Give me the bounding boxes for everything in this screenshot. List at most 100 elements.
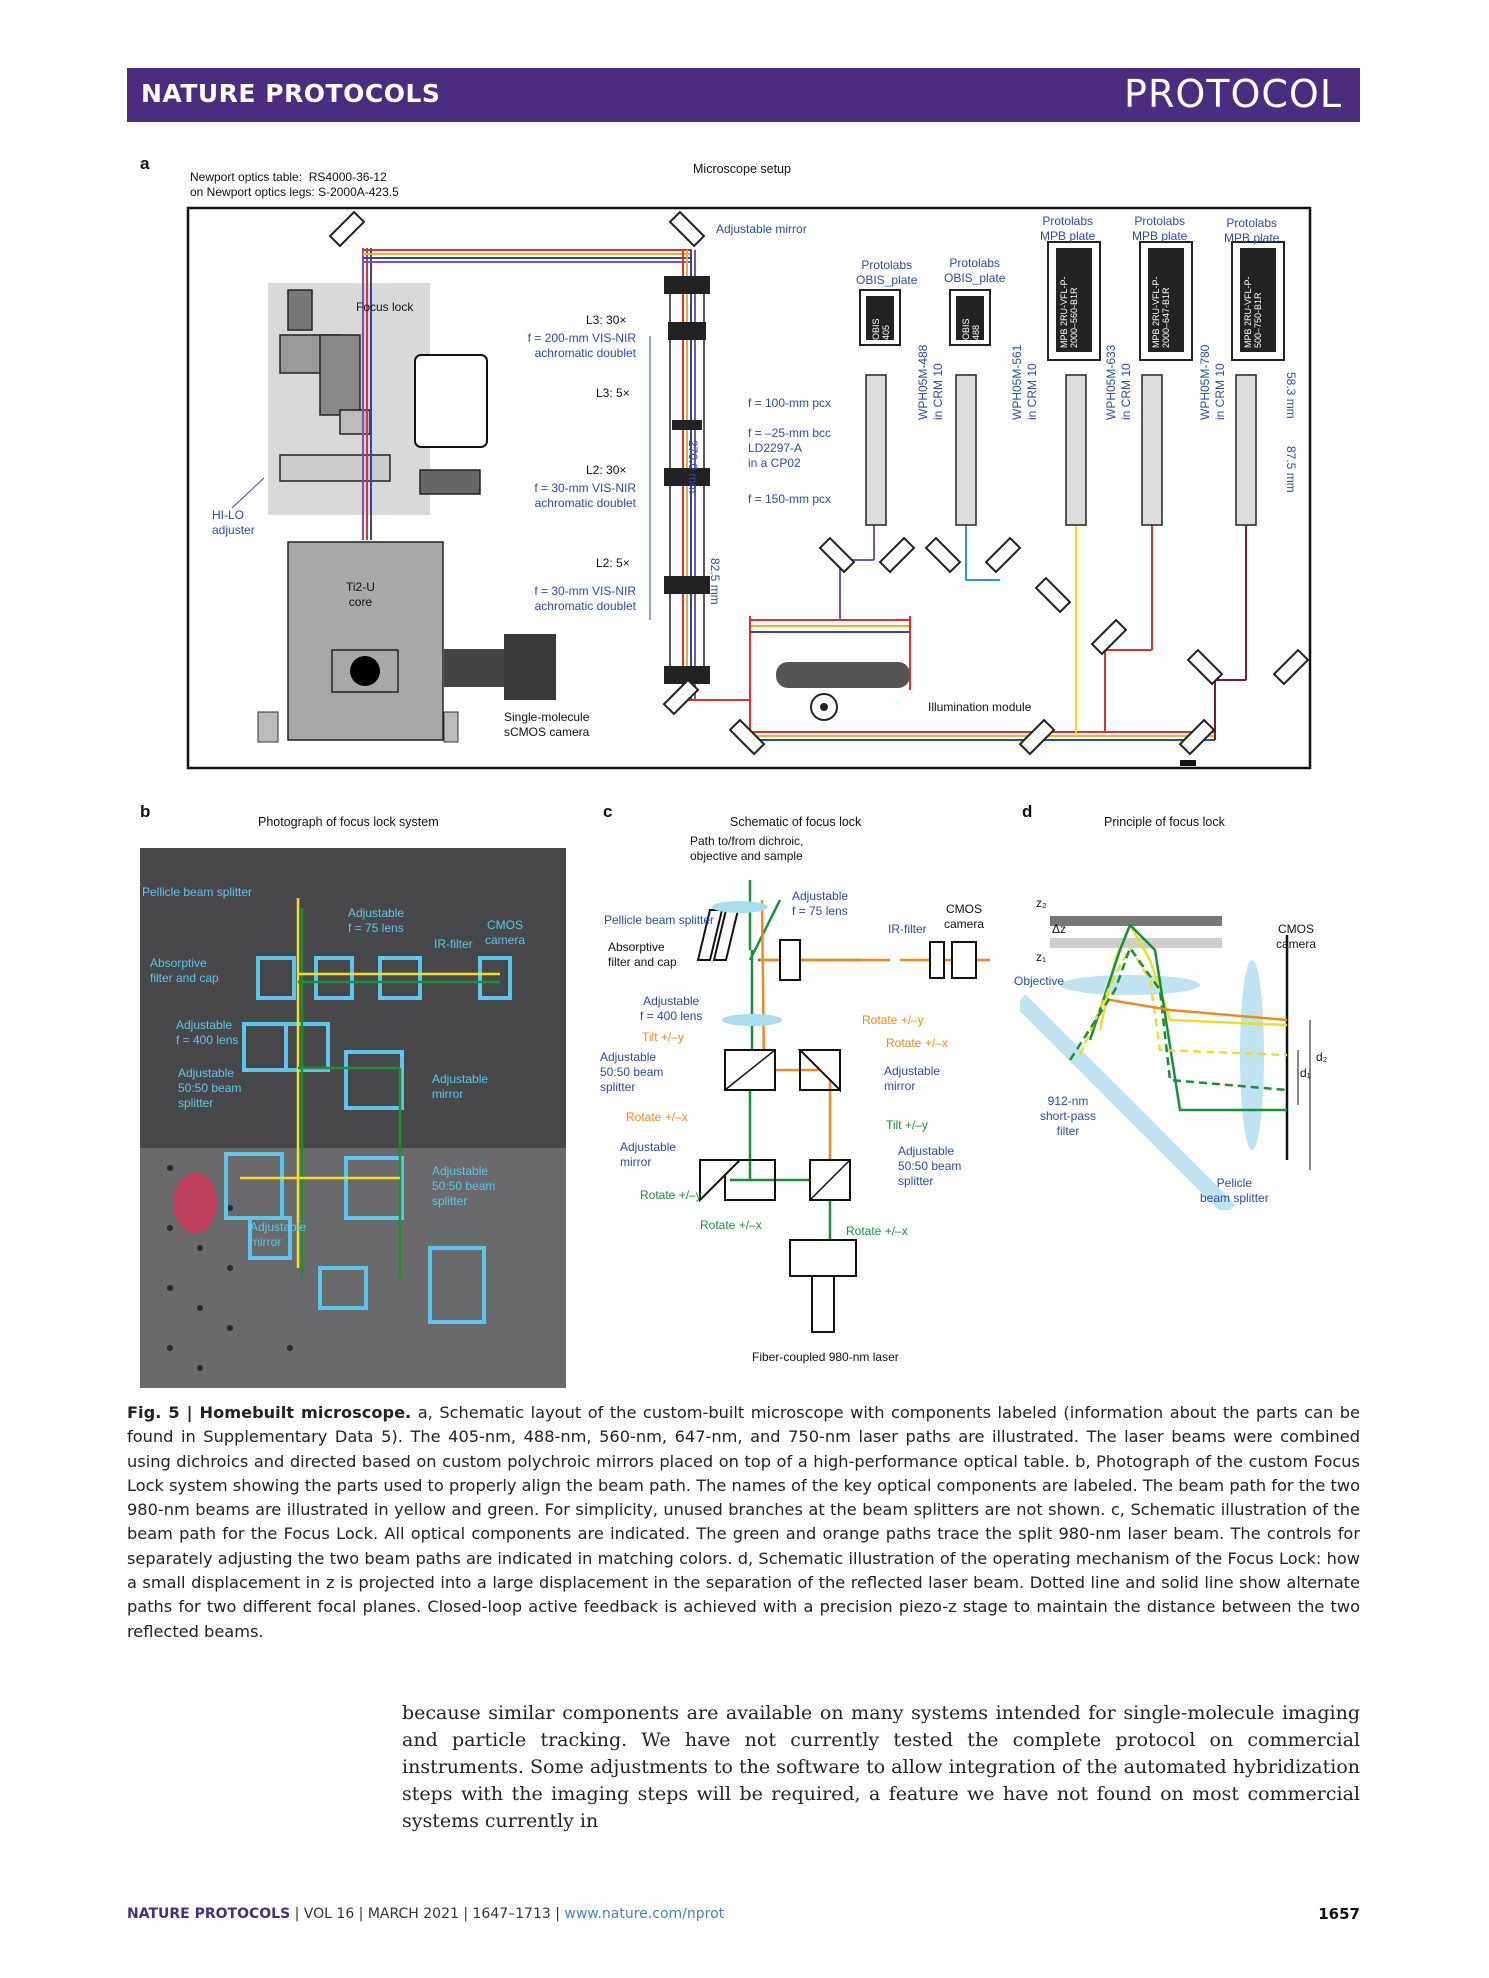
- photo-irfilter-label: IR-filter: [434, 937, 473, 951]
- l2-5x-label: L2: 5×: [596, 556, 630, 570]
- photo-bs2-label: Adjustable 50:50 beam splitter: [432, 1164, 496, 1208]
- d-pellicle-label: Pelicle beam splitter: [1200, 1176, 1269, 1205]
- c-rot-x4-label: Rotate +/–x: [846, 1224, 908, 1238]
- panel-c-title: Schematic of focus lock: [730, 815, 862, 829]
- d1-label: d₁: [1300, 1066, 1311, 1080]
- dim-82mm: 82.5 mm: [708, 558, 722, 605]
- c-cmos-label: CMOS camera: [944, 902, 985, 931]
- c-lens400-label: Adjustable f = 400 lens: [640, 994, 703, 1023]
- c-pellicle-label: Pellicle beam splitter: [604, 913, 715, 927]
- c-lens75-label: Adjustable f = 75 lens: [792, 889, 849, 918]
- photo-pellicle-label: Pellicle beam splitter: [142, 885, 253, 899]
- footer-journal: NATURE PROTOCOLS: [127, 1906, 291, 1922]
- illumination-module-label: Illumination module: [928, 700, 1032, 714]
- footer-info: | VOL 16 | MARCH 2021 | 1647–1713 |: [290, 1906, 565, 1922]
- panel-b-label: b: [140, 802, 151, 821]
- focus-lock-label: Focus lock: [356, 300, 414, 314]
- panel-c-label: c: [603, 802, 613, 821]
- photo-mirror2-label: Adjustable mirror: [250, 1220, 307, 1249]
- article-type: PROTOCOL: [1124, 72, 1342, 116]
- journal-name: NATURE PROTOCOLS: [141, 79, 441, 108]
- c-rot-x2-label: Rotate +/–x: [626, 1110, 688, 1124]
- mpb-plate-label-2: Protolabs MPB plate: [1132, 214, 1188, 243]
- panel-a-title: Microscope setup: [693, 162, 791, 176]
- caption-text: a, Schematic layout of the custom-built …: [127, 1403, 1360, 1641]
- table-spec-2: on Newport optics legs: S-2000A-423.5: [190, 185, 399, 199]
- wph780-label: WPH05M-780 in CRM 10: [1198, 344, 1227, 420]
- dz-label: Δz: [1052, 922, 1067, 936]
- obis-plate-label-2: Protolabs OBIS_plate: [944, 256, 1006, 285]
- dim-58mm: 58.3 mm: [1284, 372, 1298, 419]
- pcx100-label: f = 100-mm pcx: [748, 396, 832, 410]
- page-number: 1657: [1318, 1905, 1360, 1923]
- panel-a-label: a: [140, 154, 150, 173]
- photo-lens400-label: Adjustable f = 400 lens: [176, 1018, 239, 1047]
- caption-title: Fig. 5 | Homebuilt microscope.: [127, 1403, 412, 1422]
- c-bs2-label: Adjustable 50:50 beam splitter: [898, 1144, 962, 1188]
- bcc-label: f = –25-mm bcc LD2297-A in a CP02: [748, 426, 832, 470]
- focus-lock-schematic: [696, 880, 990, 1333]
- l2-30x-lens: f = 30-mm VIS-NIR achromatic doublet: [534, 481, 636, 510]
- hilo-adjuster-label: HI-LO adjuster: [212, 508, 255, 537]
- mpb750-label: MPB 2RU-VFL-P- 500–750-B1R: [1243, 276, 1263, 348]
- photo-bs1-label: Adjustable 50:50 beam splitter: [178, 1066, 242, 1110]
- panel-b-title: Photograph of focus lock system: [258, 815, 439, 829]
- microscope-schematic: [186, 206, 1312, 770]
- camera-label: Single-molecule sCMOS camera: [504, 710, 590, 739]
- photo-lens75-label: Adjustable f = 75 lens: [348, 906, 405, 935]
- path-label: Path to/from dichroic, objective and sam…: [690, 834, 804, 863]
- d2-label: d₂: [1316, 1050, 1328, 1064]
- panel-d-title: Principle of focus lock: [1104, 815, 1225, 829]
- l2-5x-lens: f = 30-mm VIS-NIR achromatic doublet: [534, 584, 636, 613]
- objective-label: Objective: [1014, 974, 1065, 988]
- ti2u-core-label: Ti2-U core: [346, 580, 375, 609]
- photo-illustration: [140, 848, 566, 1388]
- adjustable-mirror-label: Adjustable mirror: [716, 222, 807, 236]
- mpb647-label: MPB 2RU-VFL-P- 2000–647-B1R: [1151, 276, 1171, 348]
- obis488-label: OBIS 488: [961, 318, 981, 340]
- photo-absorptive-label: Absorptive filter and cap: [150, 956, 219, 985]
- photo-cmos-label: CMOS camera: [485, 918, 526, 947]
- c-mirror-left-label: Adjustable mirror: [620, 1140, 677, 1169]
- c-mirror-right-label: Adjustable mirror: [884, 1064, 941, 1093]
- wph633-label: WPH05M-633 in CRM 10: [1104, 344, 1133, 420]
- l3-5x-label: L3: 5×: [596, 386, 630, 400]
- mpb-plate-label-3: Protolabs MPB plate: [1224, 216, 1280, 245]
- c-tilt-label: Tilt +/–y: [642, 1030, 684, 1044]
- c-rot-y2-label: Rotate +/–y: [640, 1188, 702, 1202]
- c-rot-x1-label: Rotate +/–x: [886, 1036, 948, 1050]
- c-irfilter-label: IR-filter: [888, 922, 927, 936]
- d-cmos-label: CMOS camera: [1276, 922, 1317, 951]
- c-tilt2-label: Tilt +/–y: [886, 1118, 928, 1132]
- table-spec-1: Newport optics table: RS4000-36-12: [190, 170, 387, 184]
- journal-header: NATURE PROTOCOLS PROTOCOL: [127, 68, 1360, 122]
- wph561-label: WPH05M-561 in CRM 10: [1010, 344, 1039, 420]
- photo-mirror1-label: Adjustable mirror: [432, 1072, 489, 1101]
- c-rot-y1-label: Rotate +/–y: [862, 1013, 924, 1027]
- dim-270mm: 270.0 mm: [686, 440, 700, 494]
- c-absorptive-label: Absorptive filter and cap: [608, 940, 677, 969]
- obis-plate-label-1: Protolabs OBIS_plate: [856, 258, 918, 287]
- wph488-label: WPH05M-488 in CRM 10: [916, 344, 945, 420]
- body-paragraph: because similar components are available…: [402, 1702, 1360, 1832]
- footer-url[interactable]: www.nature.com/nprot: [564, 1906, 725, 1922]
- mpb-plate-label-1: Protolabs MPB plate: [1040, 214, 1096, 243]
- figure-caption: Fig. 5 | Homebuilt microscope. a, Schema…: [127, 1401, 1360, 1644]
- focus-lock-photo: [140, 848, 566, 1388]
- l3-30x-lens: f = 200-mm VIS-NIR achromatic doublet: [527, 331, 636, 360]
- dim-87mm: 87.5 mm: [1284, 446, 1298, 493]
- z2-label: z₂: [1036, 896, 1047, 910]
- pcx150-label: f = 150-mm pcx: [748, 492, 832, 506]
- c-rot-x3-label: Rotate +/–x: [700, 1218, 762, 1232]
- l3-30x-label: L3: 30×: [586, 313, 627, 327]
- panel-d-label: d: [1022, 802, 1033, 821]
- z1-label: z₁: [1036, 950, 1047, 964]
- filter-label: 912-nm short-pass filter: [1040, 1094, 1097, 1138]
- footer: NATURE PROTOCOLS | VOL 16 | MARCH 2021 |…: [127, 1906, 724, 1922]
- l2-30x-label: L2: 30×: [586, 463, 627, 477]
- mpb560-label: MPB 2RU-VFL-P- 2000–560-B1R: [1059, 276, 1079, 348]
- c-bs1-label: Adjustable 50:50 beam splitter: [600, 1050, 664, 1094]
- c-laser-label: Fiber-coupled 980-nm laser: [752, 1350, 899, 1364]
- obis405-label: OBIS 405: [871, 318, 891, 340]
- focus-principle-diagram: [1020, 916, 1311, 1210]
